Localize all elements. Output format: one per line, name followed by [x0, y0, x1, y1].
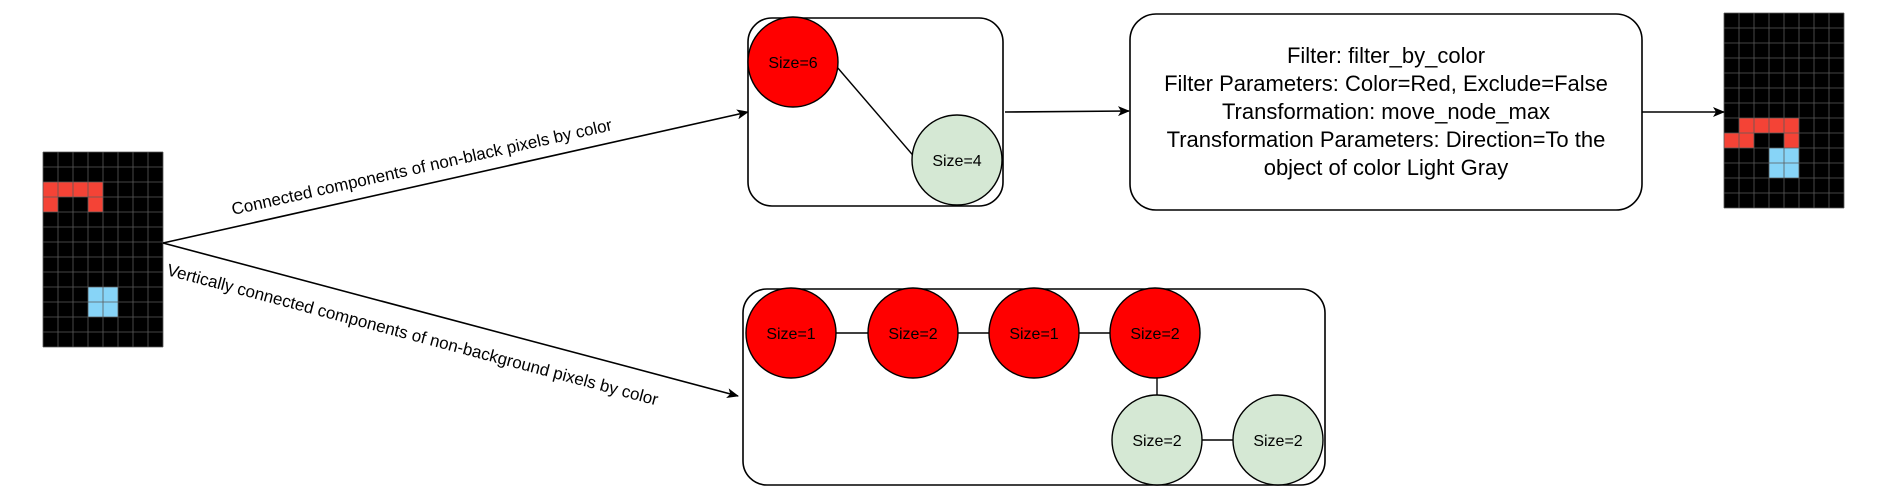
edge-arrow-to-transform: [1004, 106, 1130, 117]
edge-label-bottom: Vertically connected components of non-b…: [165, 261, 661, 410]
grid-pixel: [43, 182, 58, 197]
grid-pixel: [88, 182, 103, 197]
graph-node-label: Size=6: [768, 55, 817, 72]
edge-arrow-top: [162, 109, 749, 244]
grid-pixel: [88, 287, 103, 302]
transform-box-line: Filter: filter_by_color: [1287, 43, 1485, 68]
grid-pixel: [58, 182, 73, 197]
grid-pixel: [1769, 163, 1784, 178]
graph-node-label: Size=2: [1253, 433, 1302, 450]
grid-pixel: [88, 197, 103, 212]
graph-bottom-edges: [836, 332, 1233, 441]
edge-label-top: Connected components of non-black pixels…: [230, 115, 614, 219]
graph-node: [988, 287, 1080, 379]
graph-node: [867, 287, 959, 379]
grid-pixel: [1739, 118, 1754, 133]
transform-box-line: Filter Parameters: Color=Red, Exclude=Fa…: [1164, 71, 1608, 96]
graph-node-label: Size=2: [888, 326, 937, 343]
graph-node-label: Size=2: [1132, 433, 1181, 450]
grid-pixel: [1784, 118, 1799, 133]
graph-node-label: Size=4: [932, 153, 981, 170]
graph-node: [1111, 394, 1203, 486]
grid-pixel: [1784, 163, 1799, 178]
graph-node: [747, 16, 839, 108]
grid-pixel: [1784, 133, 1799, 148]
grid-pixel: [1724, 133, 1739, 148]
grid-pixel: [1784, 148, 1799, 163]
output-grid: [1723, 12, 1845, 209]
grid-pixel: [1754, 118, 1769, 133]
grid-pixel: [103, 302, 118, 317]
grid-pixel: [1769, 118, 1784, 133]
transform-box-line: object of color Light Gray: [1264, 155, 1509, 180]
grid-pixel: [73, 182, 88, 197]
grid-pixel: [43, 197, 58, 212]
grid-pixel: [1739, 133, 1754, 148]
graph-node-label: Size=1: [1009, 326, 1058, 343]
grid-pixel: [103, 287, 118, 302]
graph-node: [1232, 394, 1324, 486]
graph-top-edge: [836, 66, 918, 161]
graph-node: [745, 287, 837, 379]
graph-node: [1109, 287, 1201, 379]
graph-node-label: Size=2: [1130, 326, 1179, 343]
edge-arrow-bottom: [162, 242, 739, 399]
graph-node-label: Size=1: [766, 326, 815, 343]
transform-box-line: Transformation Parameters: Direction=To …: [1167, 127, 1606, 152]
input-grid: [42, 151, 164, 348]
grid-pixel: [88, 302, 103, 317]
grid-pixel: [1769, 148, 1784, 163]
transform-box-line: Transformation: move_node_max: [1222, 99, 1550, 124]
graph-node: [911, 114, 1003, 206]
